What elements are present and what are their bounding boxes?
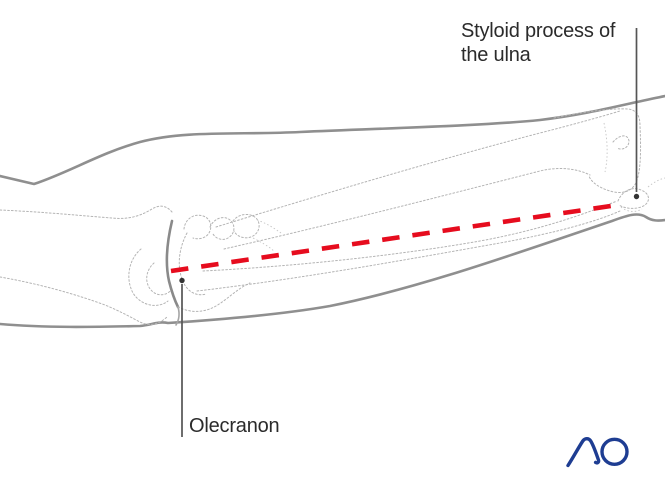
ao-foundation-logo	[566, 436, 629, 468]
olecranon-leader	[179, 277, 185, 437]
humerus-top-edge	[0, 205, 173, 219]
ulnar-styloid-bump	[617, 188, 649, 209]
ulna-shaft-top-edge	[202, 200, 618, 272]
trochlear-notch-arc	[178, 232, 207, 296]
olecranon-subcutaneous-edge	[165, 219, 180, 309]
humeral-condyle-outer-arc	[128, 248, 169, 306]
olecranon-tip-knob	[183, 214, 212, 240]
coronoid-knob	[209, 217, 235, 240]
ao-logo-letter-o	[600, 437, 629, 466]
distal-radius-inner-curl	[612, 135, 630, 150]
skin-outline	[0, 94, 665, 329]
radial-head	[232, 213, 260, 239]
radial-neck-lower	[252, 237, 275, 252]
ulna-outline	[196, 177, 665, 292]
radius-shaft-bottom-edge	[223, 167, 591, 250]
styloid-leader	[633, 28, 640, 200]
humerus-outline	[0, 205, 173, 325]
carpal-hint-line	[647, 177, 665, 188]
distal-radius-inner-line	[603, 122, 608, 173]
olecranon-leader-dot	[179, 277, 185, 284]
radius-outline	[215, 108, 642, 252]
styloid-process-label: Styloid process of the ulna	[461, 20, 616, 66]
ulnar-styloid-under-curve	[620, 206, 643, 212]
radius-shaft-top-edge	[215, 110, 621, 228]
humerus-bottom-edge	[0, 276, 169, 325]
olecranon-label: Olecranon	[189, 415, 280, 437]
olecranon-bottom-edge	[177, 282, 251, 312]
distal-radius-block	[553, 108, 642, 193]
radial-neck-upper	[256, 219, 282, 234]
skin-outline-top	[0, 94, 665, 186]
olecranon-edge-tail	[175, 306, 180, 326]
styloid-leader-dot	[633, 193, 640, 200]
skin-outline-bottom	[0, 213, 665, 329]
ao-logo-letter-a	[566, 436, 601, 468]
ulna-incision-dashed-line	[170, 202, 622, 274]
ulna-shaft-bottom-edge	[196, 210, 621, 292]
humeral-condyle-inner-arc	[146, 262, 173, 296]
